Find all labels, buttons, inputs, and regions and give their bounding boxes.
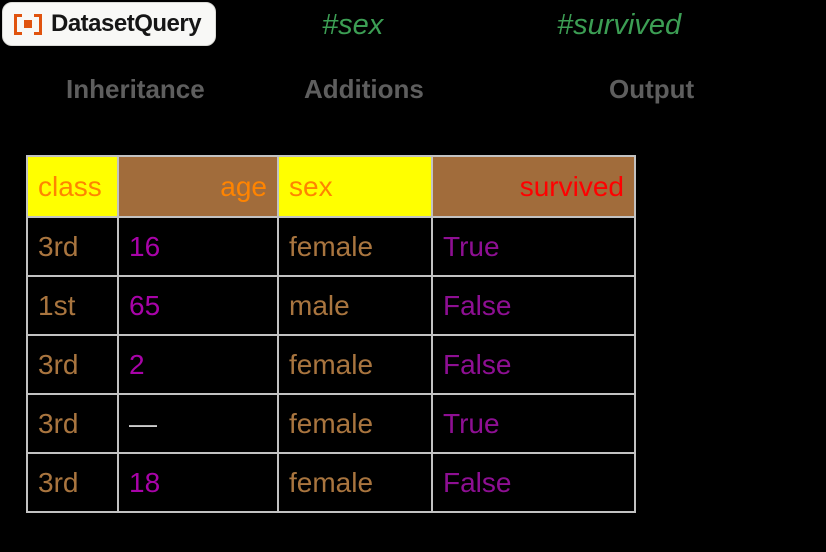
table-cell[interactable]: female xyxy=(279,454,431,511)
code-option-additions[interactable]: Additions xyxy=(304,74,424,104)
resource-function-name: DatasetQuery xyxy=(51,10,202,37)
header-label-sex: sex xyxy=(289,170,333,202)
table-cell[interactable]: False xyxy=(433,277,634,334)
table-cell[interactable]: 18 xyxy=(119,454,277,511)
table-cell[interactable]: 65 xyxy=(119,277,277,334)
table-cell[interactable]: True xyxy=(433,218,634,275)
header-cell-class[interactable]: class xyxy=(28,157,117,216)
header-cell-survived[interactable]: survived xyxy=(433,157,634,216)
icon-left-bracket xyxy=(14,13,22,35)
table-cell[interactable]: female xyxy=(279,395,431,452)
code-option-output[interactable]: Output xyxy=(609,74,695,104)
resource-function-icon xyxy=(14,13,42,35)
header-label-survived: survived xyxy=(519,170,624,202)
table-cell[interactable]: 3rd xyxy=(28,218,117,275)
code-option-inheritance[interactable]: Inheritance xyxy=(66,74,205,104)
table-cell[interactable]: 3rd xyxy=(28,336,117,393)
table-cell[interactable]: female xyxy=(279,218,431,275)
header-label-class: class xyxy=(38,170,102,202)
table-cell[interactable]: 3rd xyxy=(28,395,117,452)
table-cell[interactable]: False xyxy=(433,336,634,393)
resource-function-badge[interactable]: DatasetQuery xyxy=(2,2,217,46)
icon-square xyxy=(24,20,32,28)
header-cell-age[interactable]: age xyxy=(119,157,277,216)
icon-right-bracket xyxy=(34,13,42,35)
table-cell[interactable]: True xyxy=(433,395,634,452)
dataset-table: class age sex survived 3rd 16 female Tru… xyxy=(26,155,636,513)
table-cell[interactable]: male xyxy=(279,277,431,334)
code-slot-sex[interactable]: #sex xyxy=(322,9,384,41)
table-cell[interactable]: 3rd xyxy=(28,454,117,511)
header-label-age: age xyxy=(220,170,267,202)
table-cell[interactable]: — xyxy=(119,395,277,452)
table-cell[interactable]: 1st xyxy=(28,277,117,334)
table-cell[interactable]: female xyxy=(279,336,431,393)
header-cell-sex[interactable]: sex xyxy=(279,157,431,216)
table-cell[interactable]: 16 xyxy=(119,218,277,275)
code-slot-survived[interactable]: #survived xyxy=(557,9,682,41)
table-cell[interactable]: 2 xyxy=(119,336,277,393)
table-cell[interactable]: False xyxy=(433,454,634,511)
